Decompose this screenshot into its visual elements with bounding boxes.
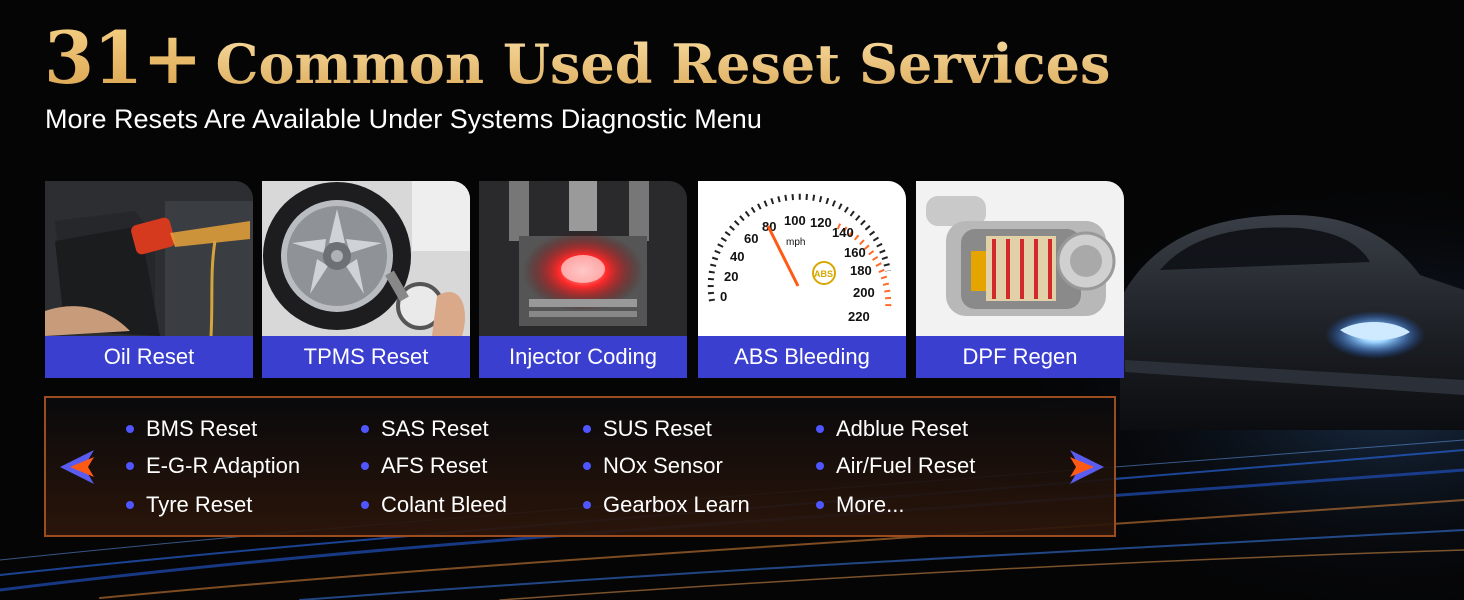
bullet-icon bbox=[583, 462, 591, 470]
tire-gauge-icon bbox=[262, 181, 470, 336]
page-title: 31+Common Used Reset Services bbox=[44, 22, 1110, 94]
speed-tick: 100 bbox=[784, 213, 806, 228]
card-oil-reset[interactable]: Oil Reset bbox=[45, 181, 253, 378]
title-text: Common Used Reset Services bbox=[215, 32, 1111, 96]
service-item-sus-reset: SUS Reset bbox=[583, 416, 712, 442]
service-item-gearbox-learn: Gearbox Learn bbox=[583, 492, 750, 518]
bullet-icon bbox=[816, 501, 824, 509]
card-label: ABS Bleeding bbox=[698, 336, 906, 378]
service-item-more[interactable]: More... bbox=[816, 492, 904, 518]
card-label: Injector Coding bbox=[479, 336, 687, 378]
service-item-tyre-reset: Tyre Reset bbox=[126, 492, 252, 518]
services-panel bbox=[44, 396, 1116, 537]
speed-tick: 40 bbox=[730, 249, 744, 264]
speed-tick: 180 bbox=[850, 263, 872, 278]
speed-tick: 120 bbox=[810, 215, 832, 230]
speed-tick: 220 bbox=[848, 309, 870, 324]
service-item-egr-adaption: E-G-R Adaption bbox=[126, 453, 300, 479]
speed-tick: 140 bbox=[832, 225, 854, 240]
bullet-icon bbox=[816, 462, 824, 470]
service-item-afs-reset: AFS Reset bbox=[361, 453, 487, 479]
card-tpms-reset[interactable]: TPMS Reset bbox=[262, 181, 470, 378]
speed-tick: 20 bbox=[724, 269, 738, 284]
card-dpf-regen[interactable]: DPF Regen bbox=[916, 181, 1124, 378]
speed-unit: mph bbox=[786, 237, 805, 248]
bullet-icon bbox=[361, 501, 369, 509]
service-item-nox-sensor: NOx Sensor bbox=[583, 453, 723, 479]
bullet-icon bbox=[816, 425, 824, 433]
service-item-bms-reset: BMS Reset bbox=[126, 416, 257, 442]
service-count: 31+ bbox=[44, 15, 203, 100]
bullet-icon bbox=[126, 501, 134, 509]
service-item-colant-bleed: Colant Bleed bbox=[361, 492, 507, 518]
bullet-icon bbox=[583, 501, 591, 509]
bullet-icon bbox=[126, 425, 134, 433]
piston-icon bbox=[479, 181, 687, 336]
card-label: TPMS Reset bbox=[262, 336, 470, 378]
bullet-icon bbox=[583, 425, 591, 433]
service-item-adblue-reset: Adblue Reset bbox=[816, 416, 968, 442]
bullet-icon bbox=[126, 462, 134, 470]
card-abs-bleeding[interactable]: 0 20 40 60 80 100 120 140 160 180 200 22… bbox=[698, 181, 906, 378]
service-item-air-fuel-reset: Air/Fuel Reset bbox=[816, 453, 975, 479]
card-label: DPF Regen bbox=[916, 336, 1124, 378]
service-item-sas-reset: SAS Reset bbox=[361, 416, 489, 442]
bullet-icon bbox=[361, 425, 369, 433]
speed-tick: 60 bbox=[744, 231, 758, 246]
speed-tick: 0 bbox=[720, 289, 727, 304]
particulate-filter-icon bbox=[916, 181, 1124, 336]
bullet-icon bbox=[361, 462, 369, 470]
next-arrow-icon[interactable] bbox=[1066, 448, 1106, 486]
sports-car-silhouette bbox=[1120, 215, 1464, 430]
speed-tick: 160 bbox=[844, 245, 866, 260]
abs-badge: ABS bbox=[814, 269, 833, 279]
card-label: Oil Reset bbox=[45, 336, 253, 378]
prev-arrow-icon[interactable] bbox=[58, 448, 98, 486]
speed-tick: 200 bbox=[853, 285, 875, 300]
card-injector-coding[interactable]: Injector Coding bbox=[479, 181, 687, 378]
page-subtitle: More Resets Are Available Under Systems … bbox=[45, 104, 762, 134]
speedometer-icon: 0 20 40 60 80 100 120 140 160 180 200 22… bbox=[698, 181, 906, 336]
oil-bottle-icon bbox=[45, 181, 253, 336]
